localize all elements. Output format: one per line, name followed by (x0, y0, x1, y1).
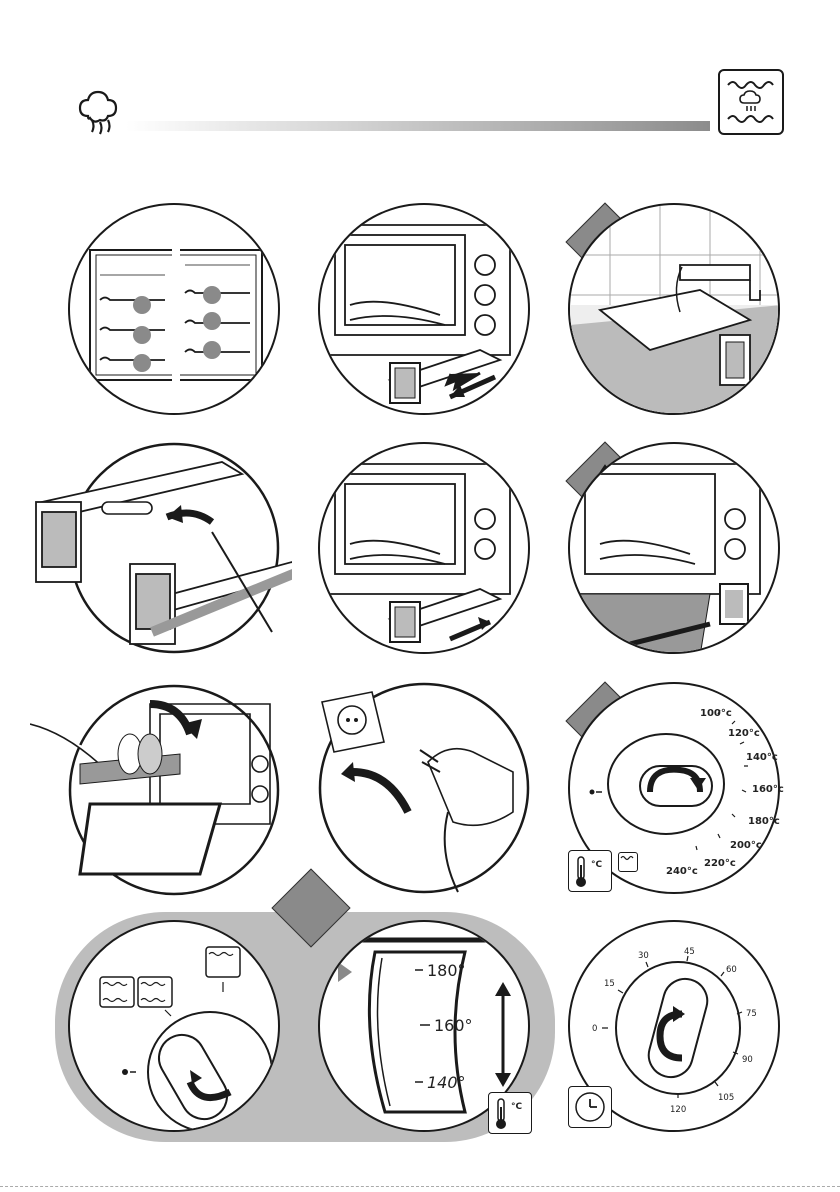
steam-wave-mode-option (138, 977, 172, 1007)
plug-socket-illustration (318, 682, 530, 894)
timer-label: 30 (638, 951, 649, 961)
rack-position-marker (203, 341, 221, 359)
page-bottom-border (0, 1186, 840, 1187)
temp-label: 160°c (752, 784, 784, 795)
timer-label: 90 (742, 1055, 753, 1065)
steam-mode-icon-box (718, 69, 784, 135)
timer-label: 120 (670, 1105, 686, 1115)
oven-tank-removal-illustration (318, 203, 530, 415)
temp-label: 220°c (704, 858, 736, 869)
thermometer-icon: °C (488, 1092, 532, 1134)
oven-mode-icon (618, 852, 638, 872)
insert-tray-illustration (30, 684, 290, 896)
steam-header (70, 88, 790, 148)
tank-fill-tap-illustration (568, 203, 780, 415)
steam-icon (70, 88, 790, 148)
steam-mode-option (100, 977, 134, 1007)
temp-label: 120°c (728, 728, 760, 739)
wave-mode-option (206, 947, 240, 977)
rack-position-marker (133, 296, 151, 314)
clock-icon (568, 1086, 612, 1128)
temp-label: 180°c (748, 816, 780, 827)
header-gradient-bar (126, 121, 710, 131)
temp-label: 240°c (666, 866, 698, 877)
slider-label-140: 140° (427, 1073, 466, 1092)
temp-label: 200°c (730, 840, 762, 851)
temp-label: 100°c (700, 708, 732, 719)
oven-tank-insert-illustration (318, 442, 530, 654)
timer-label: 45 (684, 947, 695, 957)
rack-position-marker (203, 286, 221, 304)
rack-positions-illustration (68, 203, 280, 415)
timer-label: 15 (604, 979, 615, 989)
timer-label: 60 (726, 965, 737, 975)
rack-position-marker (133, 354, 151, 372)
rack-position-marker (133, 326, 151, 344)
off-indicator (590, 790, 595, 795)
mode-selector-dial (68, 920, 280, 1132)
temp-label: 140°c (746, 752, 778, 763)
off-indicator (122, 1069, 128, 1075)
timer-label: 0 (592, 1024, 597, 1034)
timer-label: 105 (718, 1093, 734, 1103)
tank-lid-open-illustration (68, 442, 280, 654)
slider-label-180: 180° (427, 961, 466, 980)
rack-position-marker (203, 312, 221, 330)
svg-text:°C: °C (591, 860, 603, 870)
steam-mode-icon (720, 71, 782, 133)
slider-label-160: 160° (434, 1016, 473, 1035)
timer-label: 75 (746, 1009, 757, 1019)
thermometer-icon: °C (568, 850, 612, 892)
svg-text:°C: °C (511, 1102, 523, 1112)
oven-water-illustration (568, 442, 780, 654)
